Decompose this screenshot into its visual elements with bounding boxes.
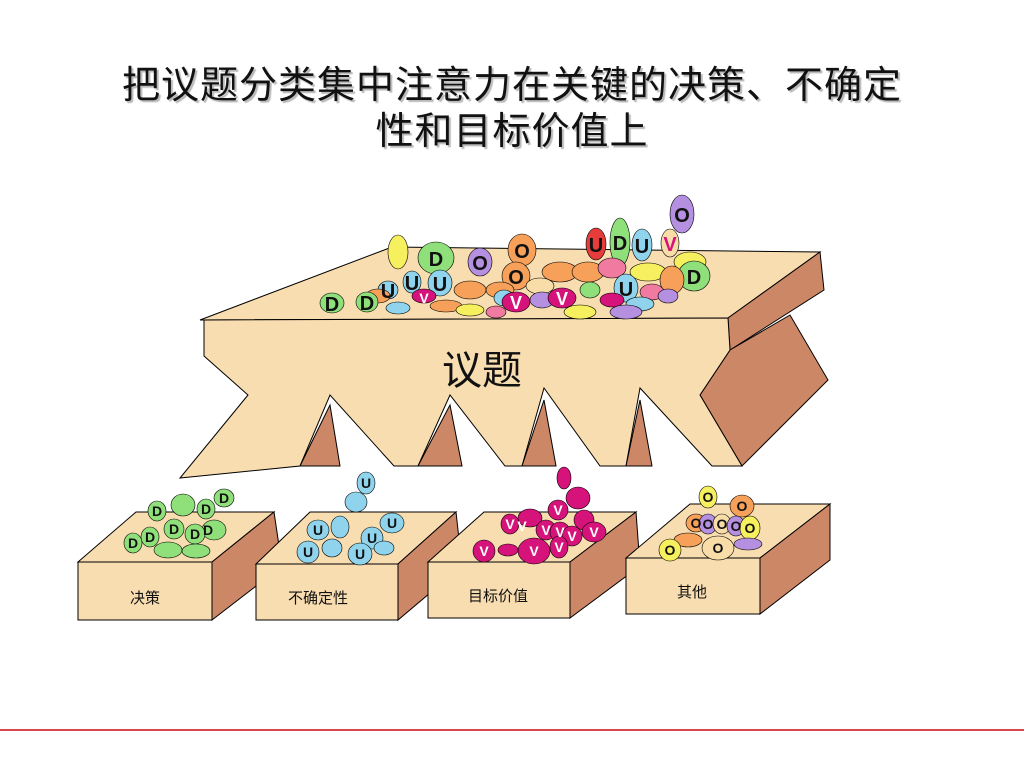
bin-letter: V (553, 502, 563, 518)
bin-letter: V (554, 539, 564, 555)
pile-letter: U (619, 279, 633, 301)
hopper-front (178, 317, 743, 479)
slide-title: 把议题分类集中注意力在关键的决策、不确定 性和目标价值上 (60, 62, 964, 154)
bin-letter: U (303, 544, 313, 560)
bin-label-uncertainty: 不确定性 (288, 589, 348, 607)
pile-letter: V (510, 293, 522, 313)
pile-letter: D (360, 293, 374, 315)
title-line-1: 把议题分类集中注意力在关键的决策、不确定 (121, 63, 902, 107)
issues-pile (319, 194, 711, 320)
bin-letter: D (201, 501, 211, 517)
bin-letter: O (665, 542, 676, 558)
pile-letter: V (663, 234, 677, 256)
hopper-label: 议题 (442, 348, 522, 394)
bin-letter: U (367, 530, 377, 546)
pile-letter: U (405, 273, 419, 295)
funnel-shade-1 (299, 403, 341, 467)
pile-letter: U (589, 235, 603, 257)
pile-letter: O (674, 205, 690, 227)
pile-letter: D (325, 294, 339, 316)
bin-letter: O (703, 489, 714, 505)
pile-letter: V (419, 290, 429, 306)
pile-letter: O (472, 253, 488, 275)
bin-letter: D (190, 526, 200, 542)
bin-letter: O (717, 516, 728, 532)
bin-label-other: 其他 (677, 583, 707, 601)
bin-letter: O (731, 518, 742, 534)
bin-letter: V (567, 528, 577, 544)
funnel-shade-4 (625, 399, 653, 467)
bin-letter: U (313, 522, 323, 538)
bin-letter: V (505, 516, 515, 532)
bin-label-value: 目标价值 (468, 587, 528, 605)
funnel-shade-2 (417, 403, 463, 467)
pile-letter: V (556, 289, 568, 309)
bin-letter: D (203, 522, 213, 538)
title-line-2: 性和目标价值上 (375, 109, 649, 153)
bin-letter: V (529, 543, 539, 559)
bin-letter: U (361, 475, 371, 491)
bin-letter: O (745, 520, 756, 536)
funnel-shade-3 (521, 399, 557, 467)
bin-letter: O (737, 498, 748, 514)
bin-letter: O (691, 515, 702, 531)
pile-letter: O (514, 241, 530, 263)
pile-letter: D (613, 233, 627, 255)
bin-letter: V (517, 518, 527, 534)
bin-letter: V (479, 543, 489, 559)
bin-letter: O (703, 516, 714, 532)
bottom-accent-line (0, 729, 1024, 731)
pile-letter: U (433, 274, 447, 296)
pile-letter: U (381, 281, 395, 303)
bin-letter: U (355, 546, 365, 562)
bin-value: V V V V V V V V V V 目标价值 (426, 466, 641, 619)
bin-letter: D (128, 535, 138, 551)
bin-letter: V (589, 524, 599, 540)
bin-letter: D (145, 529, 155, 545)
pile-letter: U (635, 236, 649, 258)
bin-letter: D (152, 503, 162, 519)
bin-other: O O O O O O O O O 其他 (624, 485, 832, 616)
bin-letter: U (387, 515, 397, 531)
pile-letter: O (508, 267, 524, 289)
bin-decision: D D D D D D D D 决策 (76, 488, 283, 622)
pile-letter: D (429, 249, 443, 271)
bin-letter: O (713, 540, 724, 556)
bin-letter: D (219, 490, 229, 506)
bin-letter: V (555, 524, 565, 540)
pile-letters: D O O O U D U V O D U U U U V D D V V (325, 205, 701, 316)
pile-letter: D (687, 267, 701, 289)
bin-letter: V (541, 522, 551, 538)
bin-label-decision: 决策 (130, 589, 160, 607)
bin-letter: D (169, 521, 179, 537)
